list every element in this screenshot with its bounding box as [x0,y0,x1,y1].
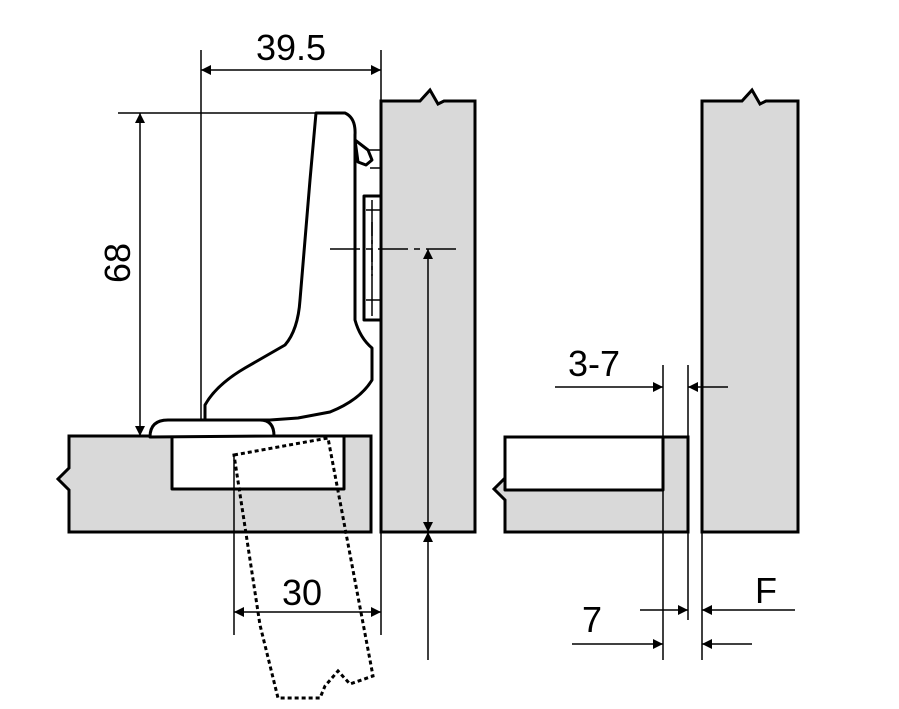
hinge-arm [203,111,374,422]
hinge-cup-recess [170,434,346,491]
dim-68-label: 68 [97,243,138,283]
left-assembly: 39.5 68 30 [55,27,477,700]
right-assembly: 3-7 F 7 [491,87,800,660]
dim-39-5-label: 39.5 [256,27,326,68]
right-door-inner-outline [503,435,665,492]
hinge-clip-detail [368,149,381,169]
door-open-position-outline [232,436,375,700]
hinge-clip [353,138,374,167]
right-cabinet-side-panel [700,87,800,534]
hinge-base-plate [148,418,276,439]
dim-3-7-label: 3-7 [568,343,620,384]
dim-30-label: 30 [282,572,322,613]
dim-f-label: F [755,570,777,611]
dim-7-label: 7 [582,599,602,640]
